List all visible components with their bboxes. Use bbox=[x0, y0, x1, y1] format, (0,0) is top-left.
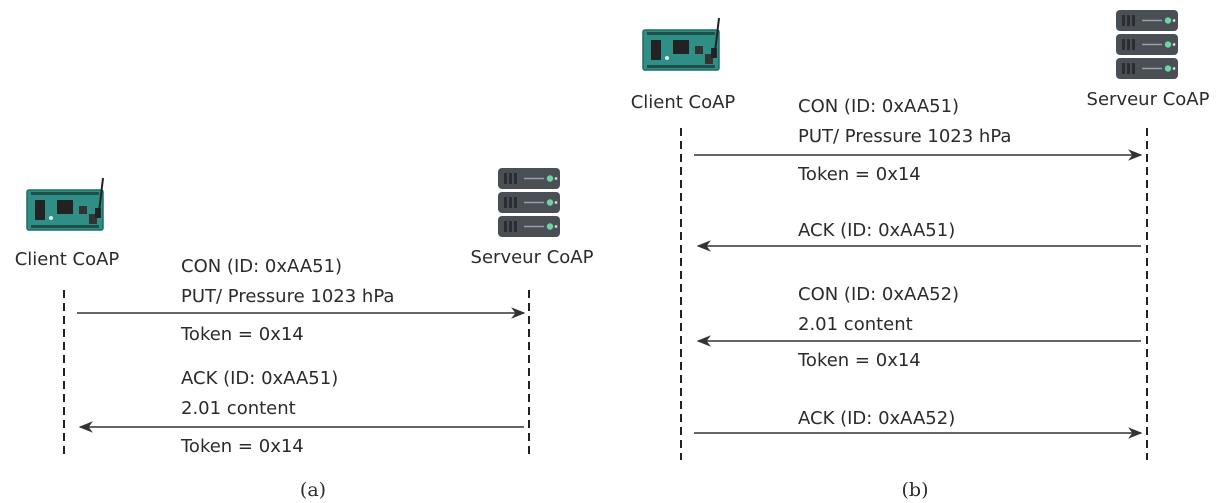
client-label-b: Client CoAP bbox=[631, 92, 736, 113]
server-rack-icon bbox=[1115, 9, 1179, 80]
server-label-a: Serveur CoAP bbox=[471, 247, 594, 268]
message-label: PUT/ Pressure 1023 hPa bbox=[181, 286, 394, 307]
caption-b: (b) bbox=[902, 479, 929, 501]
message-label: Token = 0x14 bbox=[180, 436, 304, 457]
server-rack-icon bbox=[497, 167, 561, 238]
message-label: CON (ID: 0xAA52) bbox=[798, 284, 959, 305]
message-label: CON (ID: 0xAA51) bbox=[181, 256, 342, 277]
caption-a: (a) bbox=[300, 479, 326, 501]
client-label-a: Client CoAP bbox=[15, 249, 120, 270]
server-label-b: Serveur CoAP bbox=[1087, 89, 1210, 110]
message-label: PUT/ Pressure 1023 hPa bbox=[798, 126, 1011, 147]
message-label: Token = 0x14 bbox=[797, 350, 921, 371]
message-label: CON (ID: 0xAA51) bbox=[798, 96, 959, 117]
message-label: ACK (ID: 0xAA51) bbox=[181, 368, 338, 389]
iot-board-icon bbox=[26, 177, 104, 231]
message-label: Token = 0x14 bbox=[180, 324, 304, 345]
iot-board-icon bbox=[642, 17, 720, 71]
diagram-b: Client CoAP Serveur CoAP CON (ID: 0xAA51… bbox=[631, 9, 1210, 501]
message-label: ACK (ID: 0xAA52) bbox=[798, 408, 955, 429]
diagram-a: Client CoAP Serveur CoAP CON (ID: 0xAA51… bbox=[15, 167, 594, 501]
message-label: 2.01 content bbox=[181, 398, 296, 419]
message-label: 2.01 content bbox=[798, 314, 913, 335]
message-label: ACK (ID: 0xAA51) bbox=[798, 220, 955, 241]
message-label: Token = 0x14 bbox=[797, 164, 921, 185]
